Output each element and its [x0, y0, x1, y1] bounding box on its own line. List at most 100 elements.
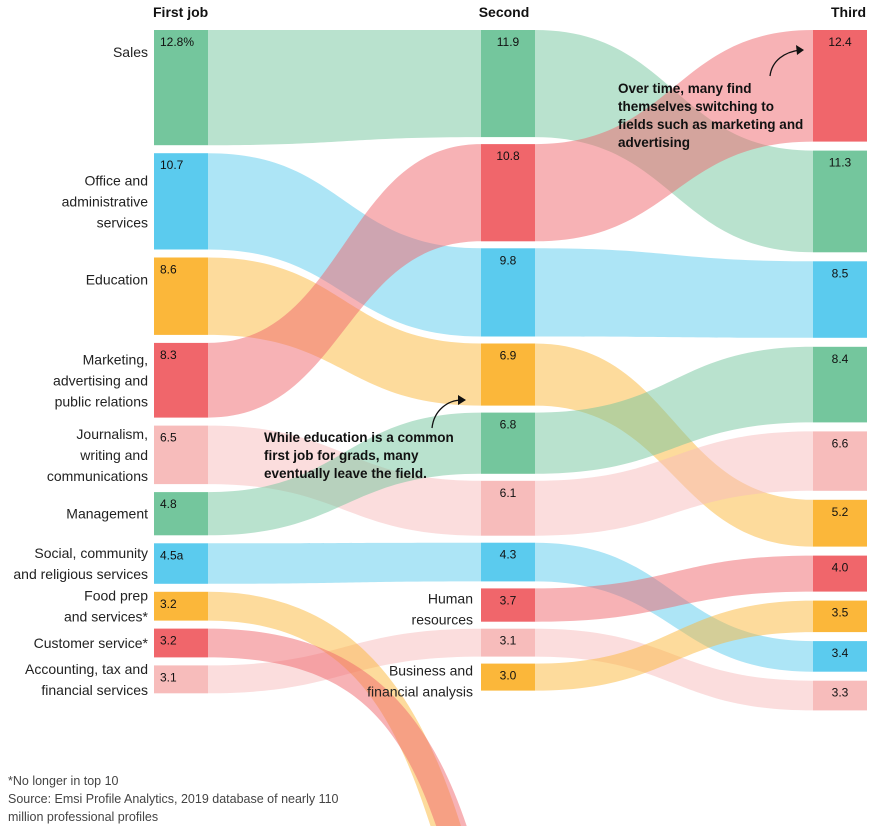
node-s-social — [481, 542, 535, 582]
node-s-journalism — [481, 480, 535, 536]
node-t-hr — [813, 555, 867, 592]
node-f-marketing — [154, 342, 208, 418]
flow-link-f-education-s-education — [208, 257, 481, 406]
node-s-marketing — [481, 144, 535, 242]
value-label-s-hr: 3.7 — [500, 593, 517, 607]
flow-link-f-marketing-s-marketing — [208, 144, 481, 418]
category-label-f-sales: Sales — [113, 44, 148, 60]
flow-link-f-sales-s-sales — [208, 30, 481, 146]
value-label-s-management: 6.8 — [500, 418, 517, 432]
node-t-education — [813, 499, 867, 547]
flow-link-s-office-t-office — [535, 248, 813, 338]
node-t-management — [813, 346, 867, 423]
node-t-social — [813, 641, 867, 672]
value-label-t-social: 3.4 — [832, 646, 849, 660]
node-s-business — [481, 663, 535, 691]
flow-exit-f-customer — [208, 628, 467, 826]
category-nodes: 12.8% 10.7 8.6 8.3 6.5 4.8 4.5a 3.2 3.2 3.1 11.9 10… — [154, 30, 867, 711]
node-f-sales — [154, 30, 208, 146]
flow-link-f-social-s-social — [208, 542, 481, 584]
value-label-t-accounting: 3.3 — [832, 686, 849, 700]
flow-link-s-social-t-social — [535, 542, 813, 672]
value-label-f-food: 3.2 — [160, 597, 177, 611]
value-label-f-office: 10.7 — [160, 158, 184, 172]
flow-link-s-hr-t-hr — [535, 555, 813, 622]
value-label-s-journalism: 6.1 — [500, 486, 517, 500]
value-label-f-marketing: 8.3 — [160, 348, 177, 362]
source-line-1: Source: Emsi Profile Analytics, 2019 dat… — [8, 792, 339, 806]
column-title-second: Second — [479, 4, 530, 20]
node-f-food — [154, 591, 208, 621]
node-s-accounting — [481, 628, 535, 657]
node-f-office — [154, 153, 208, 250]
category-label-f-customer: Customer service* — [34, 635, 149, 651]
node-t-office — [813, 261, 867, 338]
node-t-business — [813, 600, 867, 633]
category-label-f-education: Education — [86, 272, 148, 288]
flow-link-s-journalism-t-journalism — [535, 431, 813, 536]
flow-link-s-marketing-t-marketing — [535, 30, 813, 242]
footnote: *No longer in top 10 — [8, 774, 119, 788]
node-f-education — [154, 257, 208, 335]
source-line-2: million professional profiles — [8, 810, 159, 824]
value-label-t-hr: 4.0 — [832, 561, 849, 575]
node-t-marketing — [813, 30, 867, 142]
flow-links — [208, 30, 813, 826]
value-label-s-social: 4.3 — [500, 548, 517, 562]
value-label-t-sales: 11.3 — [829, 156, 852, 170]
value-label-f-journalism: 6.5 — [160, 431, 177, 445]
node-f-management — [154, 492, 208, 536]
value-label-f-accounting: 3.1 — [160, 670, 177, 684]
category-label-f-management: Management — [66, 506, 148, 522]
node-s-sales — [481, 30, 535, 138]
column-title-first: First job — [153, 4, 208, 20]
node-s-education — [481, 343, 535, 406]
value-label-s-office: 9.8 — [500, 253, 517, 267]
value-label-s-accounting: 3.1 — [500, 634, 517, 648]
footer: *No longer in top 10 Source: Emsi Profil… — [8, 772, 339, 826]
annotation-arrow-marketing — [769, 49, 801, 77]
node-s-hr — [481, 588, 535, 622]
node-f-social — [154, 543, 208, 584]
value-label-s-sales: 11.9 — [497, 35, 520, 49]
node-s-office — [481, 248, 535, 337]
flow-link-s-business-t-business — [535, 600, 813, 691]
node-t-journalism — [813, 431, 867, 491]
value-label-f-education: 8.6 — [160, 263, 177, 277]
value-label-s-education: 6.9 — [500, 349, 517, 363]
value-label-t-education: 5.2 — [832, 505, 849, 519]
value-label-t-office: 8.5 — [832, 266, 849, 280]
value-label-t-journalism: 6.6 — [832, 436, 849, 450]
node-t-sales — [813, 150, 867, 253]
flow-link-f-management-s-management — [208, 412, 481, 536]
column-title-third: Third — [831, 4, 866, 20]
value-label-t-marketing: 12.4 — [828, 35, 852, 49]
flow-link-s-management-t-management — [535, 346, 813, 474]
node-f-journalism — [154, 425, 208, 485]
value-label-f-customer: 3.2 — [160, 634, 177, 648]
node-f-customer — [154, 628, 208, 658]
value-label-f-social: 4.5a — [160, 548, 184, 562]
annotation-arrowhead-marketing — [796, 45, 804, 55]
value-label-t-business: 3.5 — [832, 606, 849, 620]
node-f-accounting — [154, 665, 208, 694]
value-label-f-management: 4.8 — [160, 497, 177, 511]
node-s-management — [481, 412, 535, 474]
annotation-arrowhead-education — [458, 395, 466, 405]
value-label-f-sales: 12.8% — [160, 35, 194, 49]
value-label-s-marketing: 10.8 — [496, 149, 520, 163]
node-t-accounting — [813, 680, 867, 711]
value-label-s-business: 3.0 — [500, 669, 517, 683]
